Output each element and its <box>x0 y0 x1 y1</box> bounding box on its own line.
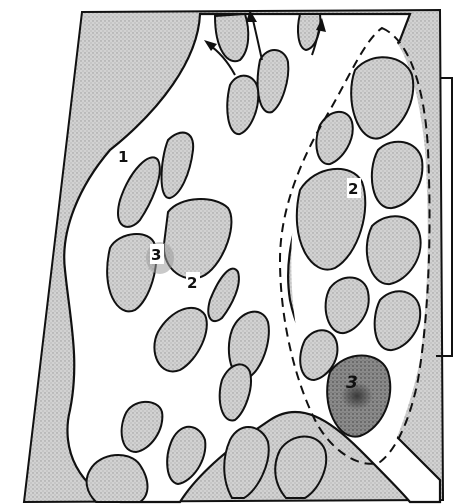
label-3-bottom: 3 <box>346 373 358 393</box>
label-1: 1 <box>118 148 128 166</box>
label-3-center-text: 3 <box>151 246 161 264</box>
label-1-text: 1 <box>118 148 128 166</box>
label-2-center: 2 <box>186 272 200 292</box>
label-2-right: 2 <box>347 178 361 198</box>
label-3-bottom-text: 3 <box>346 373 358 393</box>
label-2-right-text: 2 <box>348 180 358 198</box>
label-3-center: 3 <box>150 244 164 264</box>
label-2-center-text: 2 <box>187 274 197 292</box>
